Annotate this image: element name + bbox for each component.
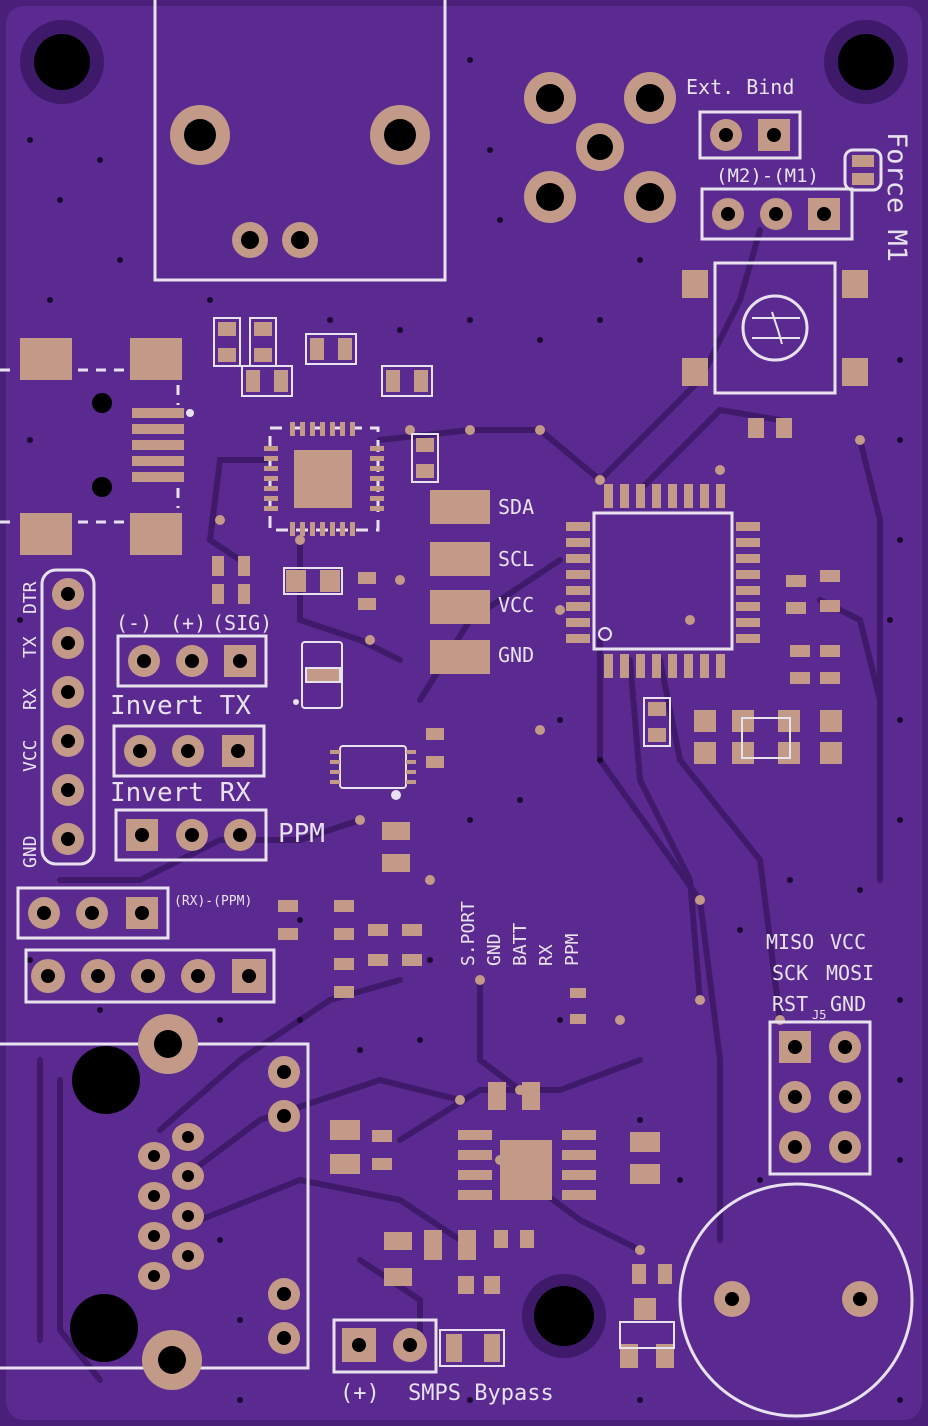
i2c-pads xyxy=(430,490,490,674)
label-ppm: PPM xyxy=(278,819,325,849)
soic-small xyxy=(330,750,416,784)
label-j5: J5 xyxy=(812,1008,826,1022)
force-m1-jumper xyxy=(843,148,883,192)
label-tx: TX xyxy=(20,636,41,658)
label-invert-rx: Invert RX xyxy=(110,778,251,808)
label-miso: MISO xyxy=(766,930,814,954)
smd-cap xyxy=(776,418,792,438)
label-gnd: GND xyxy=(498,643,534,667)
stitching-dots xyxy=(17,57,903,1403)
buzzer xyxy=(678,1182,914,1418)
label-isp-gnd: GND xyxy=(830,992,866,1016)
smd-passives-top xyxy=(218,322,434,478)
label-rx: RX xyxy=(20,688,41,710)
antenna-connector xyxy=(524,72,676,223)
label-port-gnd: GND xyxy=(484,933,505,966)
label-smps-bypass: SMPS Bypass xyxy=(408,1381,554,1406)
bind-button xyxy=(682,261,868,395)
ppm-header xyxy=(114,808,268,862)
invert-tx-header xyxy=(116,634,268,688)
pin1-marker xyxy=(293,699,299,705)
label-minus: (-) xyxy=(116,611,152,635)
smd-cap xyxy=(748,418,764,438)
rj-connector xyxy=(153,0,447,282)
smd-passives-port xyxy=(278,900,586,1024)
label-rx-ppm: (RX)-(PPM) xyxy=(174,894,252,909)
label-sig: (SIG) xyxy=(212,611,272,635)
label-smps-plus: (+) xyxy=(340,1381,380,1406)
label-vcc: VCC xyxy=(498,593,534,617)
five-pin-header xyxy=(24,948,276,1004)
label-force-m1: Force M1 xyxy=(881,132,912,262)
label-hdr-vcc: VCC xyxy=(20,739,41,772)
smd-passives-mid xyxy=(212,556,444,872)
isp-header xyxy=(768,1020,872,1176)
m2-m1-header xyxy=(700,187,854,241)
label-plus: (+) xyxy=(170,611,206,635)
pin1-marker xyxy=(391,790,401,800)
label-batt: BATT xyxy=(510,922,531,966)
label-hdr-gnd: GND xyxy=(20,835,41,868)
label-scl: SCL xyxy=(498,547,534,571)
label-invert-tx: Invert TX xyxy=(110,691,251,721)
label-rst: RST xyxy=(772,992,808,1016)
label-port-rx: RX xyxy=(536,944,557,966)
rx-ppm-header xyxy=(16,886,170,940)
smps-bypass-header xyxy=(332,1318,438,1374)
label-ext-bind: Ext. Bind xyxy=(686,75,794,99)
mounting-holes xyxy=(20,20,908,1358)
qfn-chip xyxy=(264,422,384,536)
bottom-left-connector xyxy=(0,1014,310,1390)
label-m2-m1: (M2)-(M1) xyxy=(716,165,819,187)
smd-outlines-top xyxy=(213,317,439,483)
label-sport: S.PORT xyxy=(458,901,479,966)
crystal-outline xyxy=(643,697,791,759)
label-isp-vcc: VCC xyxy=(830,930,866,954)
usb-connector xyxy=(0,338,194,555)
label-sck: SCK xyxy=(772,961,808,985)
sot-outline xyxy=(283,567,407,789)
smps-outlines xyxy=(439,1321,675,1367)
label-port-ppm: PPM xyxy=(562,933,583,966)
ftdi-header xyxy=(40,568,96,866)
label-sda: SDA xyxy=(498,495,534,519)
smps-regulator xyxy=(330,1082,674,1368)
invert-rx-header xyxy=(112,724,266,778)
ext-bind-header xyxy=(698,110,802,160)
mcu-tqfp xyxy=(566,484,760,678)
label-mosi: MOSI xyxy=(826,961,874,985)
label-dtr: DTR xyxy=(20,581,41,614)
